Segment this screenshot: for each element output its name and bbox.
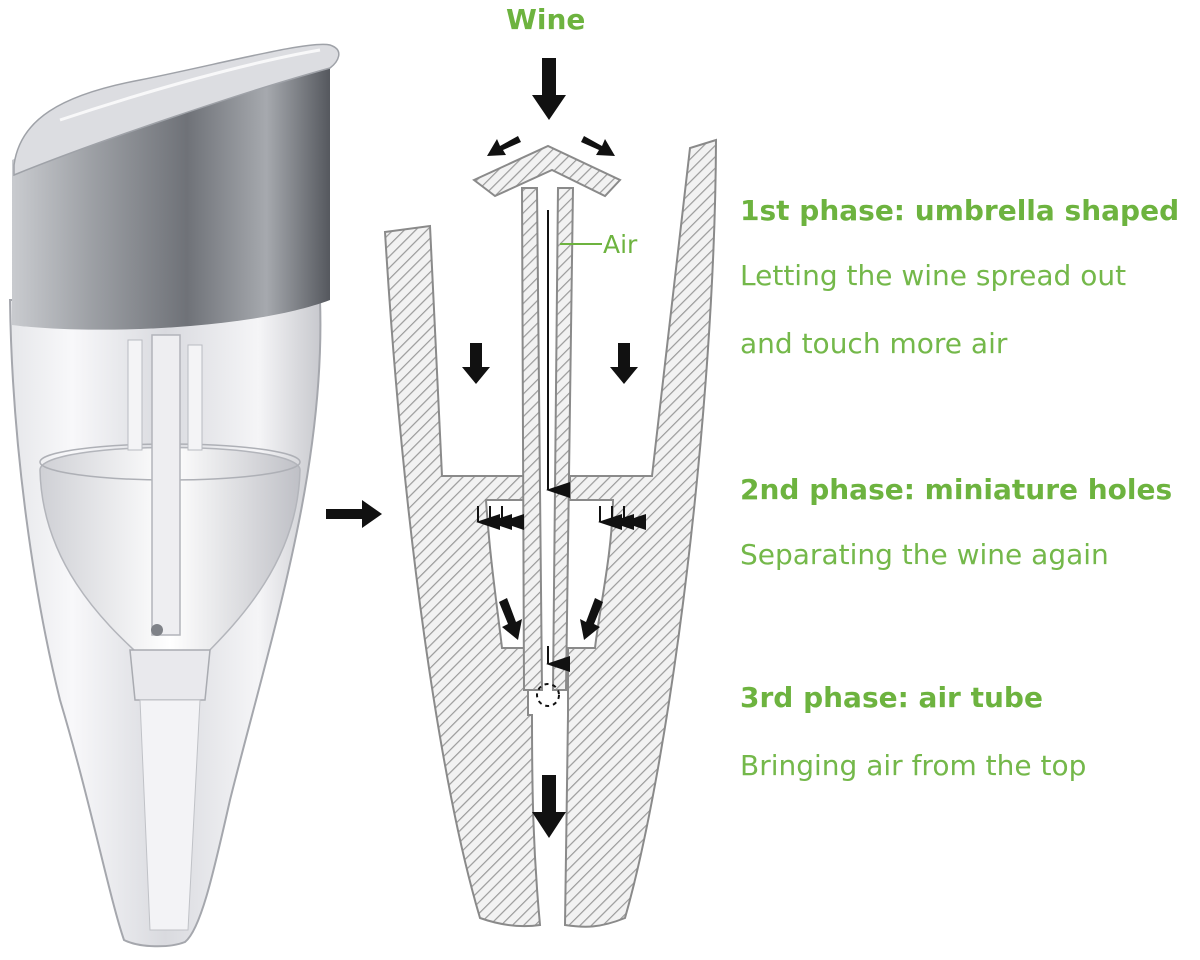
phase-2-line-1: Separating the wine again bbox=[740, 538, 1109, 571]
aerator-photo bbox=[8, 43, 340, 948]
right-outer-wall bbox=[563, 138, 718, 928]
pointer-arrow bbox=[326, 500, 382, 528]
hole-arrows-right bbox=[598, 506, 646, 530]
phase-3-heading: 3rd phase: air tube bbox=[740, 681, 1043, 714]
phase-2-heading: 2nd phase: miniature holes bbox=[740, 473, 1173, 506]
phase-1-heading: 1st phase: umbrella shaped bbox=[740, 194, 1180, 227]
left-outer-wall bbox=[383, 224, 542, 928]
phase-1-line-2: and touch more air bbox=[740, 327, 1008, 360]
cross-section bbox=[383, 138, 718, 928]
aerator-top-cap bbox=[13, 43, 340, 177]
air-bubble-indicator bbox=[536, 683, 560, 707]
diagonal-arrow-right bbox=[580, 598, 603, 640]
phase-3-line-1: Bringing air from the top bbox=[740, 749, 1087, 782]
central-tube-left bbox=[520, 187, 544, 691]
flow-arrow-right bbox=[610, 343, 638, 384]
wine-label: Wine bbox=[506, 3, 586, 36]
wine-input-arrow bbox=[532, 58, 566, 120]
air-label: Air bbox=[603, 230, 638, 259]
aerator-metal-collar bbox=[12, 55, 330, 330]
hole-arrows-left bbox=[476, 506, 524, 530]
diagonal-arrow-left bbox=[499, 598, 522, 640]
phase-1-line-1: Letting the wine spread out bbox=[740, 259, 1127, 292]
central-tube-right bbox=[551, 187, 575, 691]
spread-arrow-right bbox=[581, 136, 615, 156]
spread-arrow-left bbox=[487, 136, 521, 156]
wine-output-arrow bbox=[532, 775, 566, 838]
umbrella-cap bbox=[472, 144, 622, 198]
flow-arrow-left bbox=[462, 343, 490, 384]
